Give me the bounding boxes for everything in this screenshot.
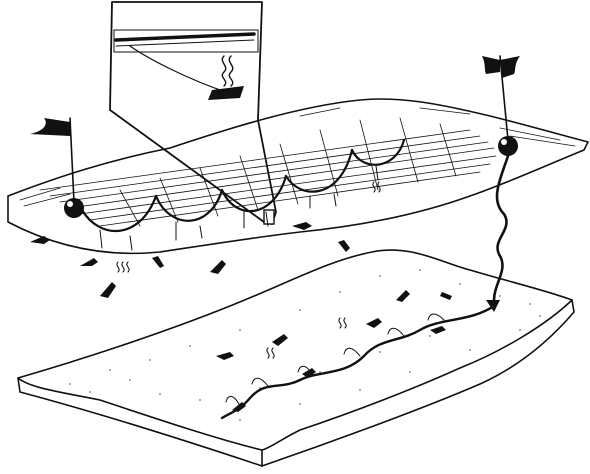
buoy-icon	[64, 198, 84, 218]
fish-icon	[272, 334, 288, 346]
seabed-top	[17, 249, 573, 451]
hull-keel	[263, 209, 275, 225]
snood-lines	[225, 313, 445, 407]
heat-wave-icon	[116, 261, 130, 273]
sinker-weight	[208, 86, 244, 100]
sea-surface-outline	[7, 98, 589, 255]
left-flag-pole	[69, 117, 75, 203]
flag-icon	[500, 56, 520, 78]
fish-icon	[210, 260, 226, 274]
fish-icon	[216, 352, 234, 360]
heat-wave-icon	[221, 55, 234, 87]
fish-icon	[440, 292, 452, 300]
fish-icon	[430, 326, 446, 334]
seabed-front-edge	[17, 377, 263, 467]
heat-wave-marks	[116, 181, 381, 359]
surface-hatching	[19, 107, 576, 207]
anchor-rope	[492, 154, 510, 302]
buoy-icon	[498, 136, 518, 156]
fish-icon	[302, 368, 316, 378]
fish-icon	[30, 236, 50, 244]
heat-wave-icon	[372, 181, 381, 193]
flag-icon	[30, 118, 70, 136]
net-grid	[39, 117, 497, 227]
sand-speckle	[69, 269, 541, 421]
fish-icon	[366, 318, 382, 328]
sea-surface-sheet	[7, 98, 589, 255]
branch-lines	[99, 165, 379, 251]
bottom-longline	[220, 304, 496, 420]
fish-icon	[100, 282, 116, 298]
fish-icon	[80, 258, 98, 266]
fish-icon	[292, 222, 312, 230]
fish-icon	[232, 402, 246, 412]
fish-group	[30, 222, 452, 412]
fish-icon	[152, 256, 164, 268]
inset-panel	[113, 29, 259, 100]
fish-icon	[338, 240, 350, 252]
heat-wave-icon	[338, 317, 347, 329]
right-flag-buoy	[482, 55, 520, 156]
left-flag-buoy	[30, 117, 84, 218]
seabed-slab	[17, 249, 575, 467]
fish-icon	[396, 290, 410, 302]
seabed-side-edge	[261, 299, 575, 467]
drift-longline	[80, 138, 406, 232]
boat-hull-icon	[109, 1, 277, 225]
heat-wave-icon	[266, 347, 275, 359]
